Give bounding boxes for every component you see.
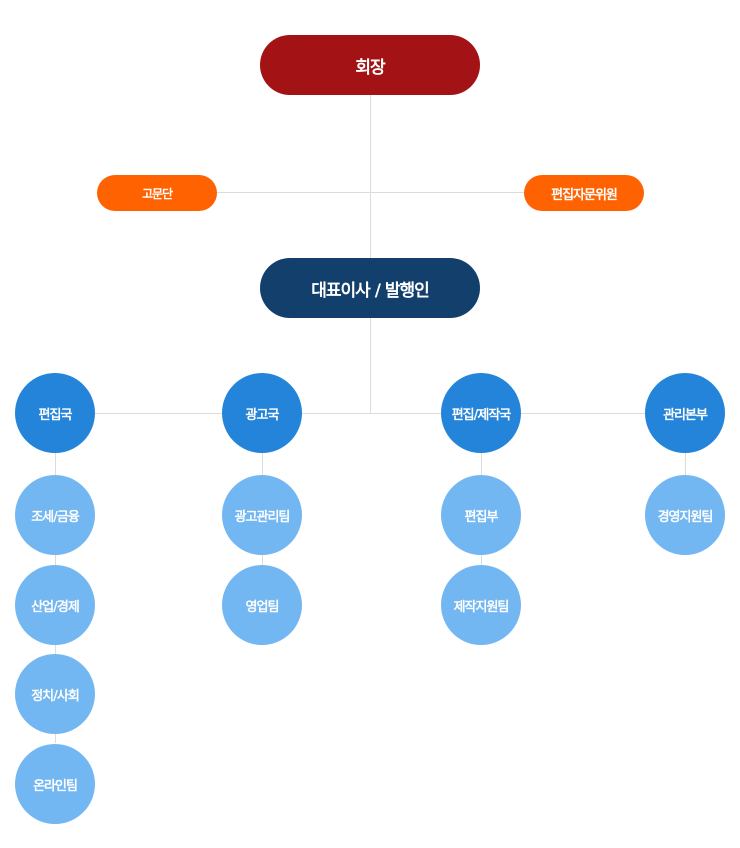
team-label: 광고관리팀	[234, 509, 291, 525]
chairman-label: 회장	[355, 57, 385, 78]
department-editorial: 편집국	[15, 373, 95, 453]
connector-departments	[95, 413, 645, 414]
team-business-support: 경영지원팀	[645, 475, 725, 555]
team-industry-economy: 산업/경제	[15, 565, 95, 645]
team-label: 경영지원팀	[657, 509, 714, 525]
team-label: 정치/사회	[31, 688, 80, 704]
team-label: 온라인팀	[33, 778, 78, 794]
connector-chairman-ceo	[370, 95, 371, 258]
team-editing: 편집부	[441, 475, 521, 555]
team-label: 조세/금융	[31, 509, 80, 525]
ceo-publisher-label: 대표이사 / 발행인	[311, 280, 430, 301]
team-politics-society: 정치/사회	[15, 654, 95, 734]
connector-dept-4-teams	[685, 453, 686, 475]
advisory-group-label: 고문단	[141, 186, 173, 201]
department-label: 관리본부	[663, 407, 708, 423]
connector-advisors	[217, 192, 524, 193]
team-sales: 영업팀	[222, 565, 302, 645]
team-tax-finance: 조세/금융	[15, 475, 95, 555]
department-management: 관리본부	[645, 373, 725, 453]
department-label: 편집/제작국	[451, 407, 512, 423]
team-label: 산업/경제	[31, 599, 80, 615]
editorial-advisory-committee-box: 편집자문위원	[524, 175, 644, 211]
connector-ceo-departments	[370, 318, 371, 413]
department-label: 편집국	[38, 407, 73, 423]
advisory-group-box: 고문단	[97, 175, 217, 211]
editorial-advisory-committee-label: 편집자문위원	[551, 187, 618, 203]
team-label: 편집부	[464, 509, 499, 525]
department-advertising: 광고국	[222, 373, 302, 453]
team-online: 온라인팀	[15, 744, 95, 824]
team-label: 제작지원팀	[453, 599, 510, 615]
ceo-publisher-box: 대표이사 / 발행인	[260, 258, 480, 318]
team-ad-management: 광고관리팀	[222, 475, 302, 555]
chairman-box: 회장	[260, 35, 480, 95]
department-editing-production: 편집/제작국	[441, 373, 521, 453]
team-label: 영업팀	[245, 599, 280, 615]
team-production-support: 제작지원팀	[441, 565, 521, 645]
department-label: 광고국	[245, 407, 280, 423]
